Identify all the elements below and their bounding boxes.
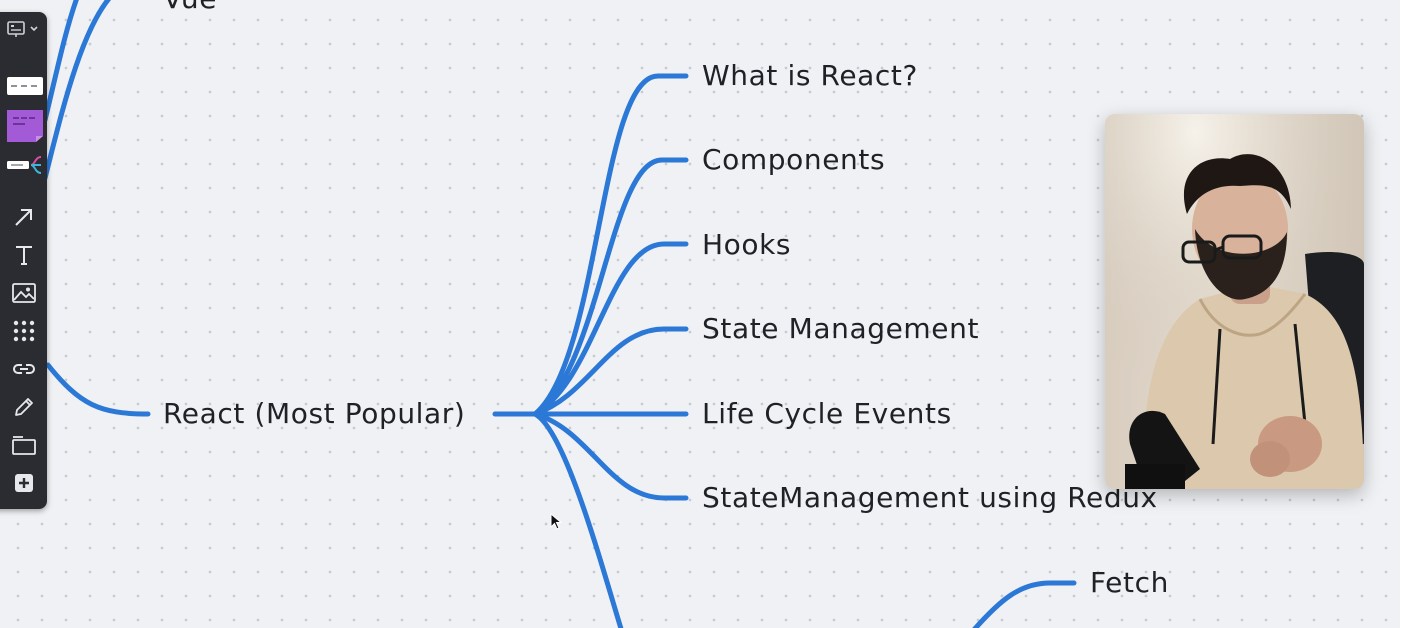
mindmap-node-vue[interactable]: Vue (163, 0, 217, 16)
mindmap-template-icon[interactable] (0, 149, 47, 181)
apps-grid-icon[interactable] (0, 315, 47, 347)
mouse-cursor-icon (550, 513, 563, 530)
branch-offscreen (42, 0, 79, 123)
branch-fetch (972, 580, 1077, 628)
branch-redux (532, 411, 689, 501)
frame-icon[interactable] (0, 429, 47, 461)
image-icon[interactable] (0, 277, 47, 309)
mindmap-node[interactable]: StateManagement using Redux (702, 481, 1158, 514)
presentation-icon[interactable] (0, 13, 47, 45)
link-icon[interactable] (0, 353, 47, 385)
pen-icon[interactable] (0, 391, 47, 423)
mindmap-node[interactable]: State Management (702, 312, 980, 345)
branch-vue (42, 0, 112, 181)
mindmap-node-fetch[interactable]: Fetch (1090, 566, 1169, 599)
add-icon[interactable] (0, 467, 47, 499)
mindmap-node[interactable]: Components (702, 143, 886, 176)
mindmap-node[interactable]: What is React? (702, 59, 918, 92)
branch-state-management (532, 326, 689, 417)
left-toolbar (0, 12, 47, 509)
mindmap-root-node[interactable]: React (Most Popular) (163, 397, 466, 430)
card-template-icon[interactable] (0, 70, 47, 102)
branch-down (532, 411, 624, 628)
branch-components (532, 157, 689, 417)
branch-hooks (532, 241, 689, 417)
mindmap-node[interactable]: Life Cycle Events (702, 397, 952, 430)
text-icon[interactable] (0, 239, 47, 271)
branch-what-is-react (532, 73, 689, 417)
mindmap-node[interactable]: Hooks (702, 228, 792, 261)
arrow-icon[interactable] (0, 201, 47, 233)
sticky-note-icon[interactable] (0, 106, 47, 146)
webcam-overlay (1105, 114, 1364, 489)
branch-react (45, 362, 151, 417)
presenter-video (1105, 114, 1364, 489)
window-edge (1400, 0, 1424, 628)
